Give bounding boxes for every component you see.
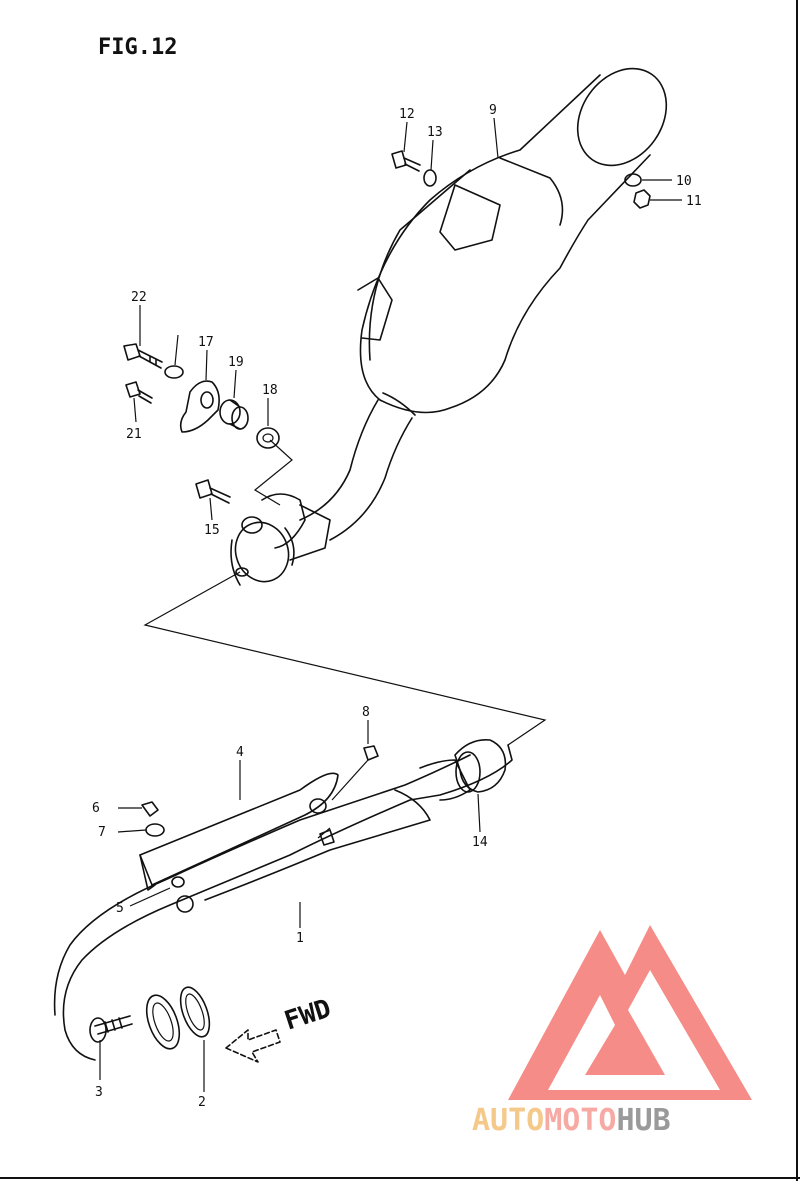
figure-title: FIG.12 xyxy=(98,35,177,60)
grommet-19 xyxy=(219,399,249,430)
callout-11: 11 xyxy=(686,194,702,209)
washer-22 xyxy=(164,365,184,379)
nut-11 xyxy=(633,189,651,209)
callout-17: 17 xyxy=(198,335,214,350)
collar-18 xyxy=(256,427,280,449)
watermark-hub: HUB xyxy=(617,1103,671,1138)
washer-13 xyxy=(423,169,437,187)
bracket-17 xyxy=(179,380,220,433)
gaskets-2 xyxy=(145,986,211,1050)
callout-3: 3 xyxy=(95,1085,103,1100)
callout-20: 21 xyxy=(126,427,142,442)
screw-6 xyxy=(141,801,159,817)
callout-5: 5 xyxy=(116,901,124,916)
watermark-moto: MOTO xyxy=(544,1103,616,1138)
bracket-hardware xyxy=(123,343,280,449)
watermark-auto: AUTO xyxy=(472,1103,544,1138)
screw-8-upper xyxy=(363,745,379,761)
bolt-20 xyxy=(125,381,153,404)
callout-8-top: 8 xyxy=(362,705,370,720)
callout-2: 2 xyxy=(198,1095,206,1110)
bolt-15 xyxy=(195,479,231,504)
washer-7 xyxy=(145,823,165,837)
break-line xyxy=(143,571,547,746)
callout-7: 7 xyxy=(98,825,106,840)
watermark-logo: AUTOMOTOHUB xyxy=(472,925,752,1138)
exhaust-pipe xyxy=(53,744,513,1061)
heat-shield-4 xyxy=(139,772,339,891)
callout-13: 13 xyxy=(427,125,443,140)
bolt-21 xyxy=(123,343,163,369)
svg-text:AUTOMOTOHUB: AUTOMOTOHUB xyxy=(472,1103,671,1138)
washer-5 xyxy=(171,876,185,888)
callout-1: 1 xyxy=(296,931,304,946)
callout-21: 22 xyxy=(131,290,147,305)
assembly-line-18 xyxy=(253,439,293,506)
callout-12: 12 xyxy=(399,107,415,122)
callout-19: 19 xyxy=(228,355,244,370)
washer-10 xyxy=(624,173,642,187)
muffler xyxy=(357,67,668,416)
callout-4: 4 xyxy=(236,745,244,760)
callout-14: 14 xyxy=(472,835,488,850)
collar-5 xyxy=(176,895,194,913)
callout-labels: 12 13 9 10 11 22 17 19 18 21 15 8 4 6 7 … xyxy=(92,103,702,1110)
fwd-label: FWD xyxy=(281,994,335,1037)
gasket-14 xyxy=(454,738,507,793)
forward-arrow-icon xyxy=(225,1029,281,1063)
bolt-12 xyxy=(391,150,421,172)
callout-9: 9 xyxy=(489,103,497,118)
collar-upper xyxy=(309,798,327,814)
callout-10: 10 xyxy=(676,174,692,189)
clip-lower xyxy=(319,829,335,846)
callout-18: 18 xyxy=(262,383,278,398)
callout-6: 6 xyxy=(92,801,100,816)
mid-pipe xyxy=(230,399,413,586)
stud-3 xyxy=(94,1015,133,1035)
leader-lines xyxy=(99,117,682,1092)
callout-15: 15 xyxy=(204,523,220,538)
